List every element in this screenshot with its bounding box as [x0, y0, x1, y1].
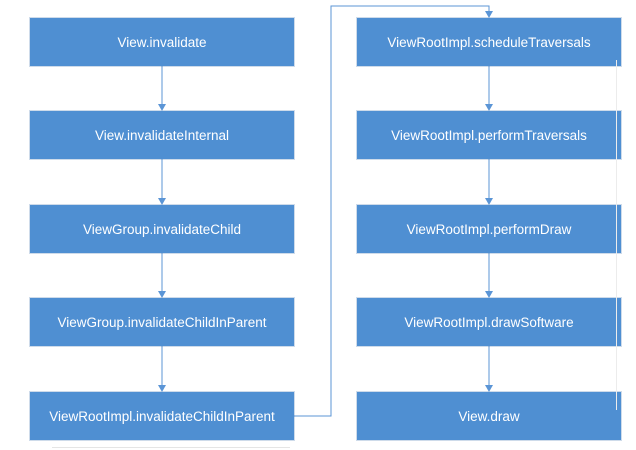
node-viewrootimpl-schedule-traversals: ViewRootImpl.scheduleTraversals — [357, 18, 621, 66]
node-view-invalidate: View.invalidate — [30, 18, 294, 66]
arrow-viewrootimpl-in-parent-to-schedule-traversals — [294, 5, 493, 417]
bottom-divider — [52, 447, 290, 448]
node-view-draw: View.draw — [357, 392, 621, 440]
node-viewrootimpl-perform-traversals: ViewRootImpl.performTraversals — [357, 111, 621, 159]
node-viewrootimpl-invalidate-child-in-parent: ViewRootImpl.invalidateChildInParent — [30, 392, 294, 440]
node-view-invalidate-internal: View.invalidateInternal — [30, 111, 294, 159]
node-viewgroup-invalidate-child-in-parent: ViewGroup.invalidateChildInParent — [30, 298, 294, 346]
node-viewrootimpl-perform-draw: ViewRootImpl.performDraw — [357, 205, 621, 253]
right-edge-divider — [616, 60, 617, 410]
node-viewgroup-invalidate-child: ViewGroup.invalidateChild — [30, 205, 294, 253]
node-viewrootimpl-draw-software: ViewRootImpl.drawSoftware — [357, 298, 621, 346]
